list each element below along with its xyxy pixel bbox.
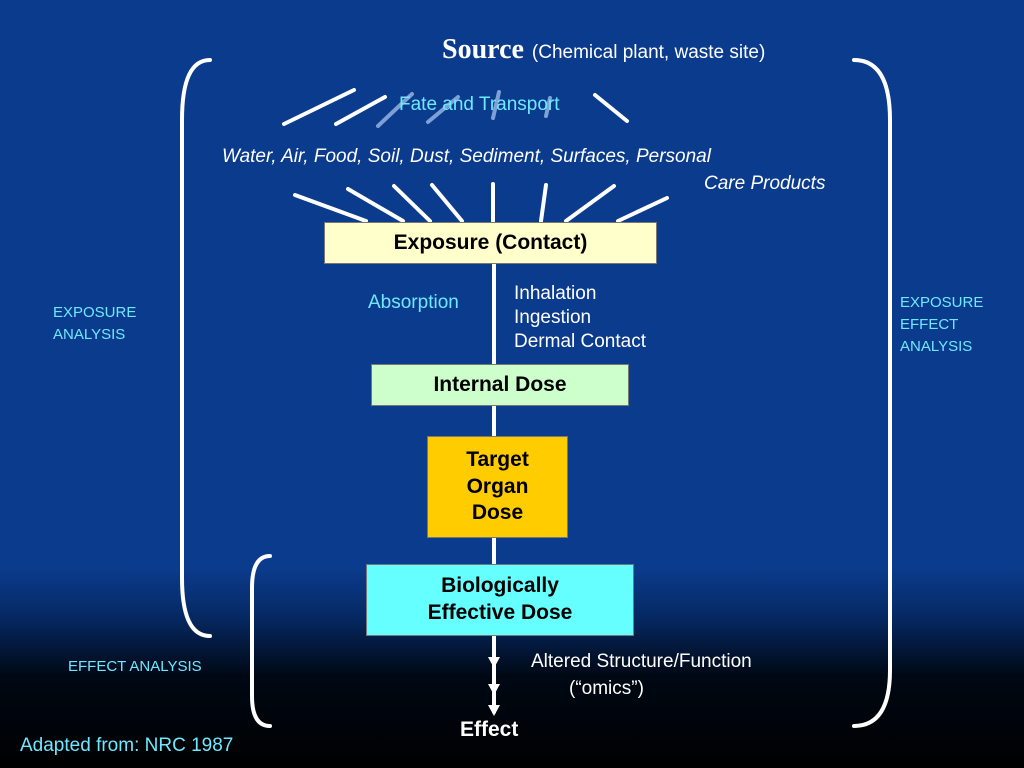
exposure-analysis-label: EXPOSURE ANALYSIS — [53, 302, 136, 346]
exposure-analysis-line-1: EXPOSURE — [53, 304, 137, 321]
exposure-analysis-bracket — [180, 58, 212, 638]
exposure-effect-analysis-bracket — [852, 58, 892, 728]
route-dermal-contact: Dermal Contact — [514, 330, 646, 352]
target-organ-line-1: Target — [466, 447, 529, 471]
media-line — [293, 193, 368, 223]
fate-transport-line — [334, 95, 387, 126]
exposure-routes: Inhalation Ingestion Dermal Contact — [514, 282, 646, 353]
media-line — [616, 196, 669, 223]
altered-structure-label: Altered Structure/Function (“omics”) — [531, 649, 752, 702]
internal-dose-label: Internal Dose — [433, 372, 567, 396]
biological-line-1: Biologically — [441, 574, 559, 598]
altered-line-1: Altered Structure/Function — [531, 651, 752, 672]
exposure-contact-label: Exposure (Contact) — [393, 230, 588, 254]
altered-line-2: (“omics”) — [569, 677, 644, 699]
media-line-2: Care Products — [704, 173, 826, 194]
arrow-head — [488, 684, 500, 695]
media-line-1: Water, Air, Food, Soil, Dust, Sediment, … — [222, 146, 711, 167]
internal-dose-box: Internal Dose — [371, 364, 629, 406]
source-subtitle: (Chemical plant, waste site) — [531, 42, 766, 63]
effect-analysis-bracket — [250, 554, 272, 728]
arrow-head — [488, 657, 500, 668]
biologically-effective-dose-box: Biologically Effective Dose — [366, 564, 634, 636]
effect-analysis-label: EFFECT ANALYSIS — [68, 658, 202, 675]
target-organ-line-2: Organ — [466, 474, 529, 498]
arrow-head — [488, 705, 500, 716]
biological-line-2: Effective Dose — [427, 601, 573, 624]
fate-transport-line — [282, 88, 356, 126]
fate-transport-line — [544, 96, 552, 118]
route-inhalation: Inhalation — [514, 283, 597, 304]
fate-transport-line — [426, 95, 460, 124]
exposure-effect-line-3: ANALYSIS — [900, 337, 973, 355]
exposure-contact-box: Exposure (Contact) — [324, 222, 657, 264]
citation: Adapted from: NRC 1987 — [20, 735, 234, 756]
route-ingestion: Ingestion — [514, 306, 592, 328]
target-organ-line-3: Dose — [471, 501, 524, 525]
absorption-label: Absorption — [368, 292, 459, 313]
effect-label: Effect — [460, 718, 519, 741]
media-line — [430, 183, 464, 223]
source-title: Source (Chemical plant, waste site) — [442, 34, 765, 66]
media-line — [346, 187, 405, 223]
exposure-effect-line-2: EFFECT — [900, 315, 959, 333]
target-organ-dose-box: Target Organ Dose — [427, 436, 568, 538]
fate-transport-line — [593, 93, 629, 123]
source-label: Source — [442, 34, 524, 65]
fate-transport-line — [491, 90, 501, 120]
fate-transport-label: Fate and Transport — [399, 94, 560, 115]
media-line — [539, 183, 548, 223]
exposure-effect-line-1: EXPOSURE — [900, 294, 984, 311]
media-line — [564, 184, 616, 223]
exposure-effect-analysis-label: EXPOSURE EFFECT ANALYSIS — [900, 292, 983, 357]
fate-transport-line — [376, 92, 414, 128]
media-line — [392, 184, 432, 223]
exposure-analysis-line-2: ANALYSIS — [53, 325, 126, 343]
